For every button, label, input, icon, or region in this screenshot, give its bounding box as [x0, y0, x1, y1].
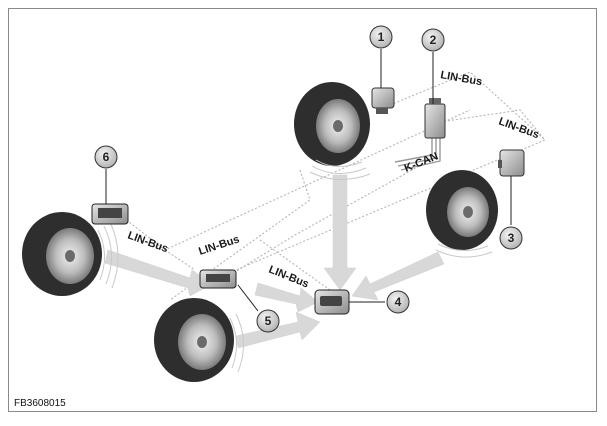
arrow-rear-left-right	[235, 311, 321, 349]
arrow-front-left-right	[104, 249, 213, 297]
callout-leaders	[105, 49, 512, 312]
sensor-module-5	[199, 269, 237, 289]
arrow-rear-right-left	[351, 251, 445, 301]
sensor-module-3	[498, 149, 525, 177]
svg-text:3: 3	[508, 231, 515, 245]
sensor-module-1	[371, 87, 395, 114]
lin-bus-label-top: LIN-Bus	[439, 69, 483, 88]
callout-2: 2	[421, 28, 445, 52]
figure-code: FB3608015	[14, 398, 66, 409]
callout-3: 3	[499, 226, 523, 250]
control-unit-2	[424, 98, 446, 139]
sensor-module-6	[91, 203, 129, 225]
arrow-front-right-down	[323, 174, 357, 291]
callout-4: 4	[386, 290, 410, 314]
callout-1: 1	[369, 25, 393, 49]
kcan-cable	[394, 138, 441, 171]
lin-bus-label-left: LIN-Bus	[126, 230, 170, 256]
lin-bus-label-bottom: LIN-Bus	[267, 264, 311, 291]
wheel-front-right	[294, 82, 371, 180]
wheel-front-left	[22, 212, 119, 296]
callout-6: 6	[94, 145, 118, 169]
svg-text:6: 6	[103, 150, 110, 164]
svg-text:2: 2	[430, 33, 437, 47]
bus-lines	[119, 71, 547, 301]
callout-5: 5	[256, 309, 280, 333]
svg-text:1: 1	[378, 30, 385, 44]
central-module-4	[314, 289, 350, 315]
svg-text:4: 4	[395, 295, 402, 309]
wheel-rear-left	[154, 298, 244, 382]
svg-text:5: 5	[265, 314, 272, 328]
arrow-module5-right	[254, 282, 319, 313]
wheel-rear-right	[426, 170, 498, 258]
kcan-label: K-CAN	[403, 150, 440, 174]
lin-bus-label-right: LIN-Bus	[497, 116, 541, 142]
